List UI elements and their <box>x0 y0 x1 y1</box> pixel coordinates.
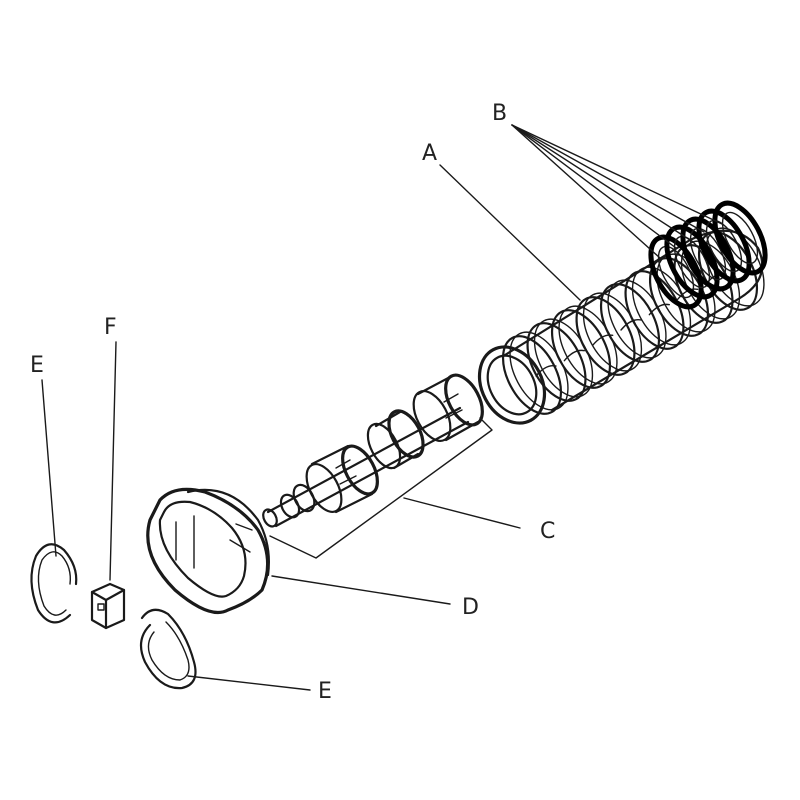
seal-ring <box>680 216 736 292</box>
label-b: B <box>492 101 507 126</box>
sleeve-slot <box>591 334 614 347</box>
label-e-left: E <box>30 353 44 378</box>
seal-ring <box>648 234 704 310</box>
seal-rings-b <box>648 200 768 310</box>
spool-c <box>262 373 484 528</box>
seal-ring <box>664 224 720 300</box>
label-f: F <box>104 315 117 340</box>
key-block-f <box>90 582 126 630</box>
sleeve-slot <box>620 319 642 331</box>
label-a: A <box>422 141 437 166</box>
sleeve-slot <box>648 303 671 316</box>
end-cap-d <box>146 487 270 615</box>
sleeve-slot <box>535 365 557 377</box>
seal-ring-inner <box>657 245 695 299</box>
snap-ring-e-bottom <box>139 608 197 690</box>
sleeve-slot <box>563 349 586 362</box>
seal-ring <box>712 200 768 276</box>
label-e-bottom: E <box>318 679 332 704</box>
seal-ring-inner <box>721 211 759 265</box>
label-c: C <box>540 519 555 544</box>
label-d: D <box>462 595 479 620</box>
snap-ring-e-left <box>30 543 78 624</box>
leader-lines <box>41 124 723 691</box>
seal-ring-inner <box>705 219 743 273</box>
sleeve-groove <box>501 335 563 415</box>
seal-ring-inner <box>673 235 711 289</box>
seal-ring <box>696 208 752 284</box>
seal-ring-inner <box>689 227 727 281</box>
